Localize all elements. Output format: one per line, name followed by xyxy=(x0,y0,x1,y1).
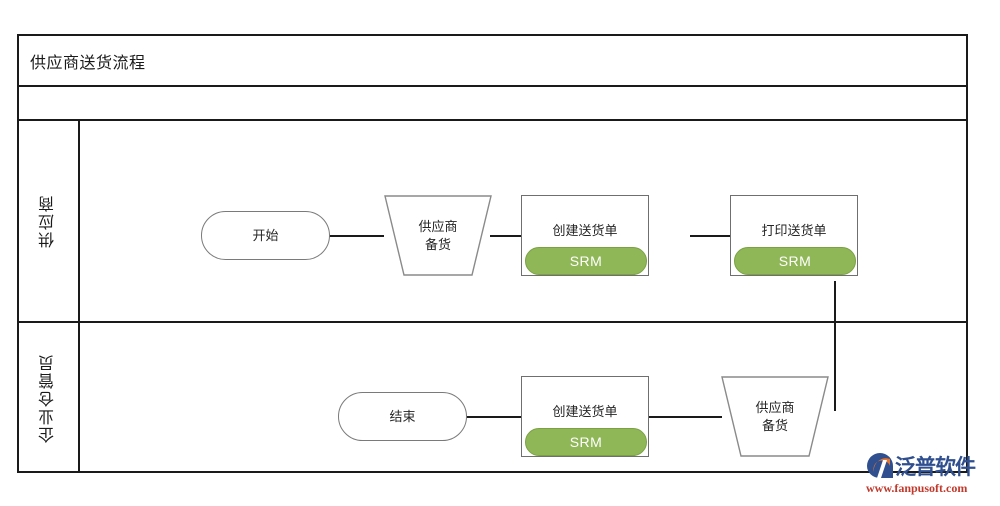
lane-warehouse-label-cell: 企业仓管员 xyxy=(19,323,80,473)
badge-srm-create-delivery-note-warehouse-label: SRM xyxy=(569,434,603,450)
brand-url: www.fanpusoft.com xyxy=(866,481,968,495)
node-supplier-prep-warehouse-line1: 供应商 xyxy=(755,399,795,415)
badge-srm-create-delivery-note-label: SRM xyxy=(569,253,603,269)
lane-supplier: 供应商 开始 xyxy=(19,121,966,411)
node-create-delivery-note-warehouse-label: 创建送货单 xyxy=(552,403,618,419)
connector-start-to-prep xyxy=(329,235,384,237)
lane-warehouse: 企业仓管员 结束 创建送货单 SRM xyxy=(19,323,966,473)
node-supplier-prep-label: 供应商 备货 xyxy=(383,194,493,277)
node-supplier-prep-warehouse-line2: 备货 xyxy=(761,417,788,433)
badge-srm-print-delivery-note-label: SRM xyxy=(778,253,812,269)
badge-srm-create-delivery-note[interactable]: SRM xyxy=(525,247,647,275)
lane-supplier-body: 开始 供应商 备货 创建送货单 xyxy=(80,121,966,411)
lane-warehouse-label: 企业仓管员 xyxy=(39,353,57,443)
lanes-container: 供应商 开始 xyxy=(19,121,966,473)
header-band xyxy=(19,87,966,121)
trapezoid-shape-icon xyxy=(721,376,829,457)
node-end-label: 结束 xyxy=(389,408,416,424)
lane-supplier-label-cell: 供应商 xyxy=(19,121,80,321)
node-start-label: 开始 xyxy=(252,227,279,243)
node-supplier-prep-warehouse-label: 供应商 备货 xyxy=(720,375,830,458)
fanpu-logo-icon xyxy=(866,453,894,479)
brand-watermark: 泛普软件 www.fanpusoft.com xyxy=(866,452,994,500)
diagram-title-row: 供应商送货流程 xyxy=(19,36,966,87)
badge-srm-create-delivery-note-warehouse[interactable]: SRM xyxy=(525,428,647,456)
node-create-delivery-note-label: 创建送货单 xyxy=(552,222,618,238)
page-title: 供应商送货流程 xyxy=(30,54,146,72)
node-print-delivery-note-label: 打印送货单 xyxy=(761,222,827,238)
node-supplier-prep-warehouse[interactable]: 供应商 备货 xyxy=(720,375,830,458)
brand-logo-row: 泛普软件 xyxy=(866,452,994,480)
trapezoid-shape-icon xyxy=(384,195,492,276)
brand-name: 泛普软件 xyxy=(895,456,976,479)
swimlane-frame: 供应商送货流程 供应商 开始 xyxy=(17,34,968,473)
node-start[interactable]: 开始 xyxy=(201,211,330,260)
connector-create2-to-end xyxy=(466,416,526,418)
node-supplier-prep-line1: 供应商 xyxy=(418,218,458,234)
node-supplier-prep-line2: 备货 xyxy=(424,236,451,252)
node-end[interactable]: 结束 xyxy=(338,392,467,441)
lane-warehouse-body: 结束 创建送货单 SRM 供应商 xyxy=(80,323,966,473)
connector-print-to-prep2 xyxy=(834,281,836,411)
lane-supplier-label: 供应商 xyxy=(39,194,57,248)
node-supplier-prep[interactable]: 供应商 备货 xyxy=(383,194,493,277)
connector-prep2-to-create2 xyxy=(646,416,722,418)
badge-srm-print-delivery-note[interactable]: SRM xyxy=(734,247,856,275)
